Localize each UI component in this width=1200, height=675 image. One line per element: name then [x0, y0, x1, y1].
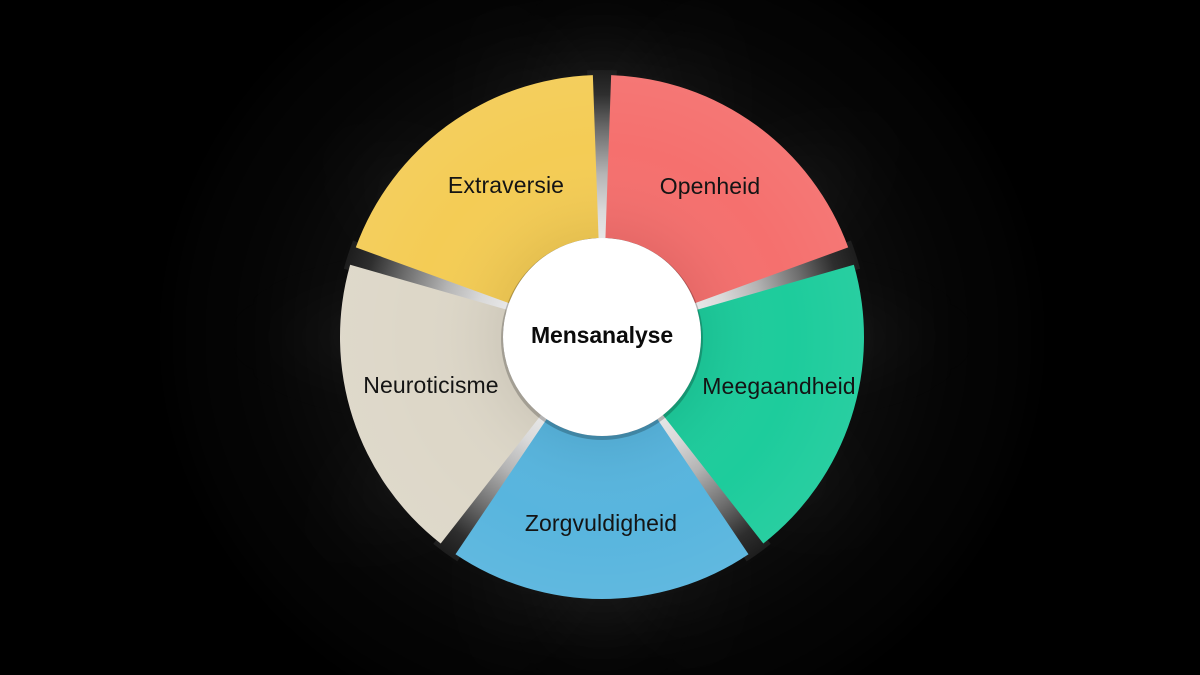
segment-meegaandheid-label: Meegaandheid	[702, 373, 855, 399]
segment-zorgvuldigheid[interactable]: Zorgvuldigheid	[455, 419, 749, 600]
segment-extraversie-shading	[355, 75, 599, 304]
segment-neuroticisme[interactable]: Neuroticisme	[340, 264, 542, 544]
segment-extraversie[interactable]: Extraversie	[355, 75, 599, 304]
segment-meegaandheid[interactable]: Meegaandheid	[662, 264, 864, 544]
segment-meegaandheid-shading	[662, 264, 864, 544]
segment-neuroticisme-shading	[340, 264, 542, 544]
segment-divider	[433, 405, 554, 562]
hub-circle[interactable]	[503, 238, 701, 436]
segment-extraversie-label: Extraversie	[448, 172, 564, 198]
segment-openheid-shading	[605, 75, 849, 304]
segment-neuroticisme-label: Neuroticisme	[363, 372, 498, 398]
hub-label: Mensanalyse	[531, 322, 673, 348]
segment-openheid-label: Openheid	[660, 173, 761, 199]
hub-group: Mensanalyse	[501, 238, 703, 440]
segment-zorgvuldigheid-label: Zorgvuldigheid	[525, 510, 677, 536]
segment-divider	[650, 405, 771, 562]
segment-openheid[interactable]: Openheid	[605, 75, 849, 304]
segment-zorgvuldigheid-shading	[455, 419, 749, 600]
